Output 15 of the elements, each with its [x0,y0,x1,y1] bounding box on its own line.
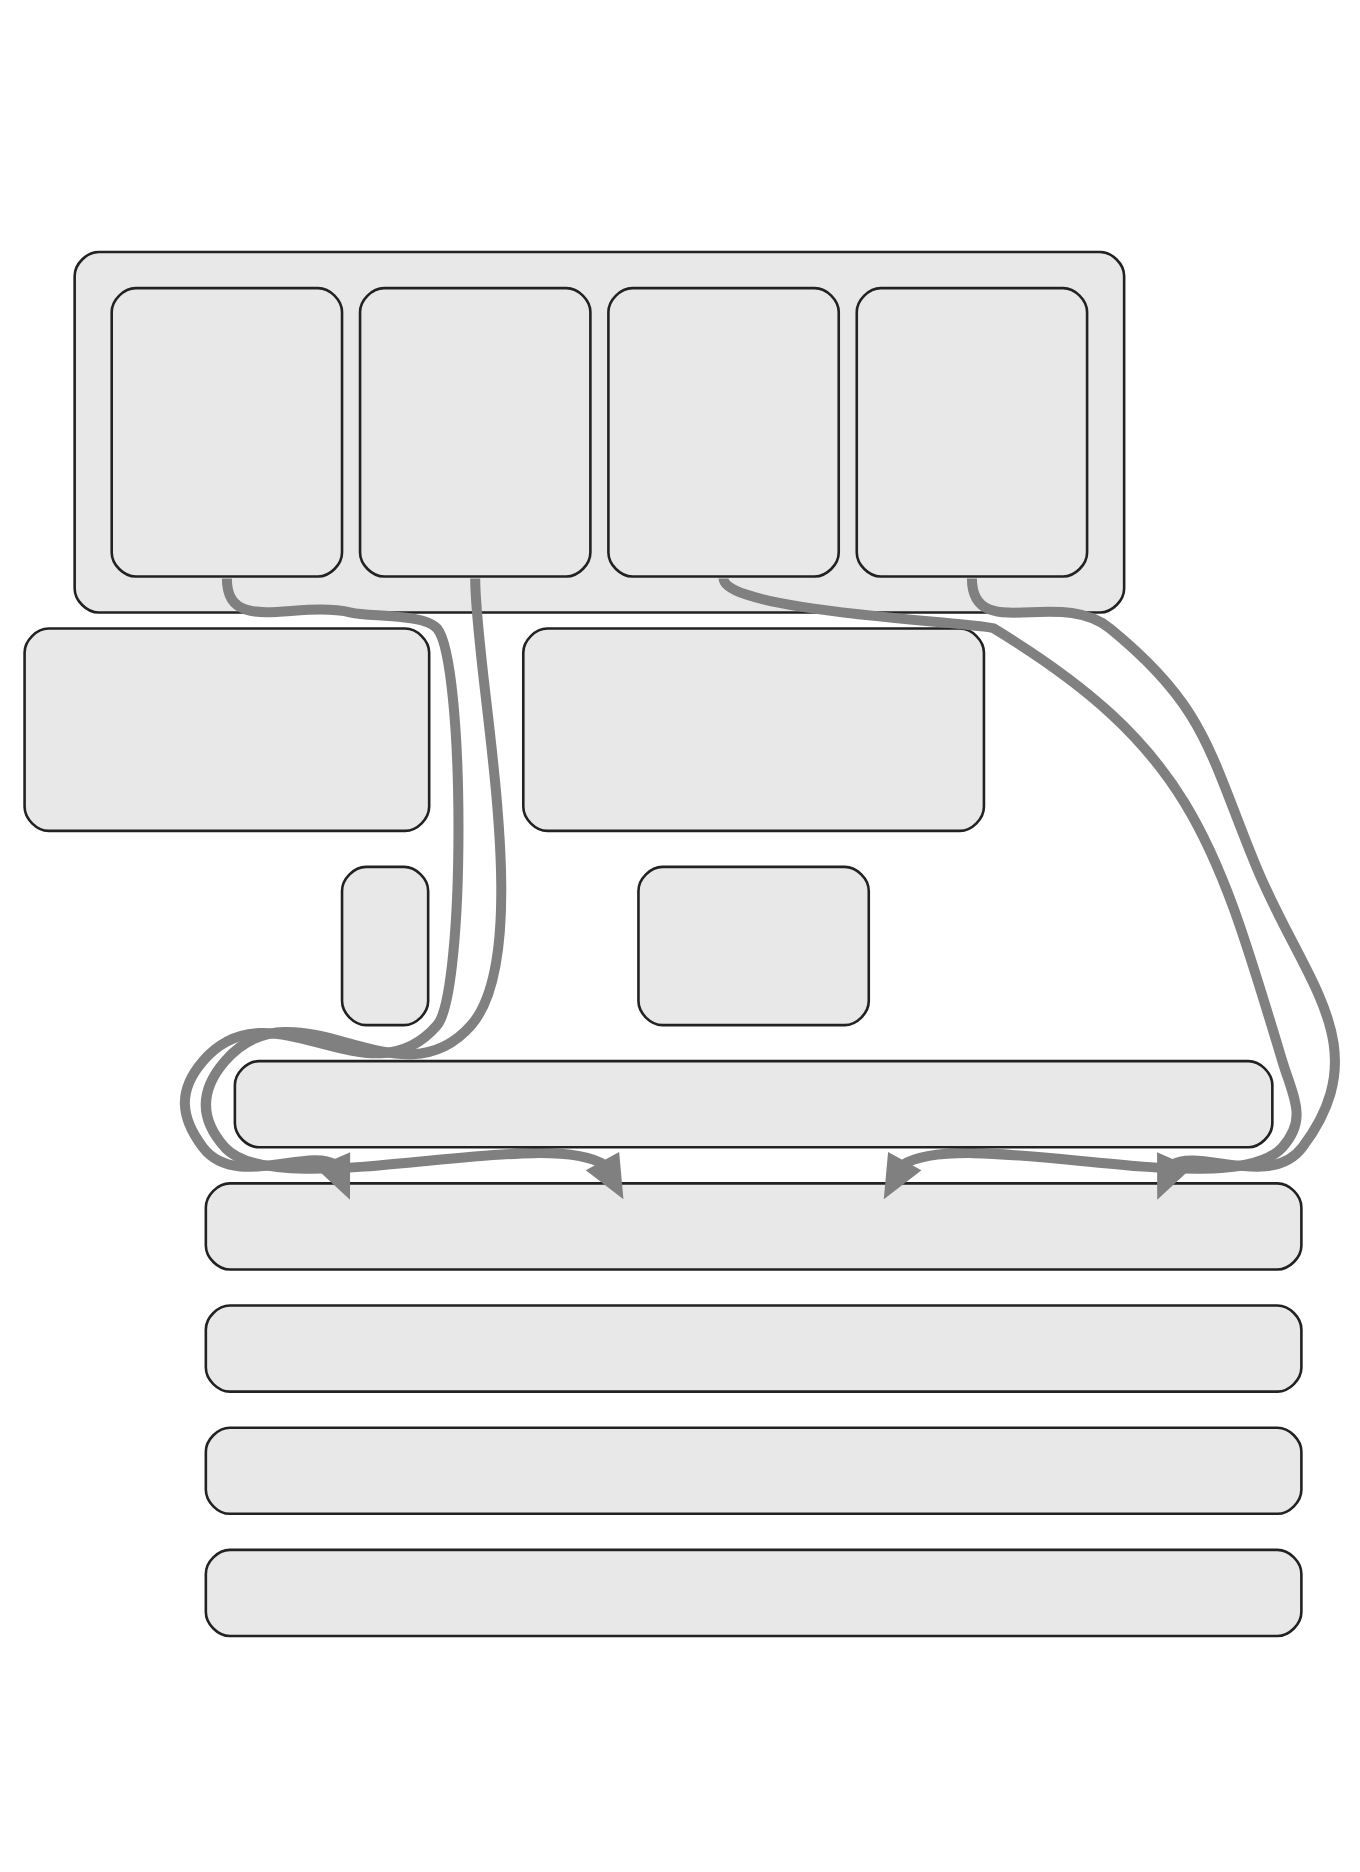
node-box [607,286,841,578]
node-box [23,627,431,833]
node-box [522,627,986,833]
node-box [204,1304,1303,1393]
node-box [358,286,592,578]
node-box [233,1059,1274,1149]
node-box [204,1548,1303,1638]
node-box [855,286,1089,578]
cluster [73,250,1126,614]
node-box [204,1182,1303,1271]
node-box [204,1426,1303,1516]
node-box [637,865,871,1027]
node-box [110,286,344,578]
node-box [340,865,430,1027]
arrow [719,575,1302,1200]
